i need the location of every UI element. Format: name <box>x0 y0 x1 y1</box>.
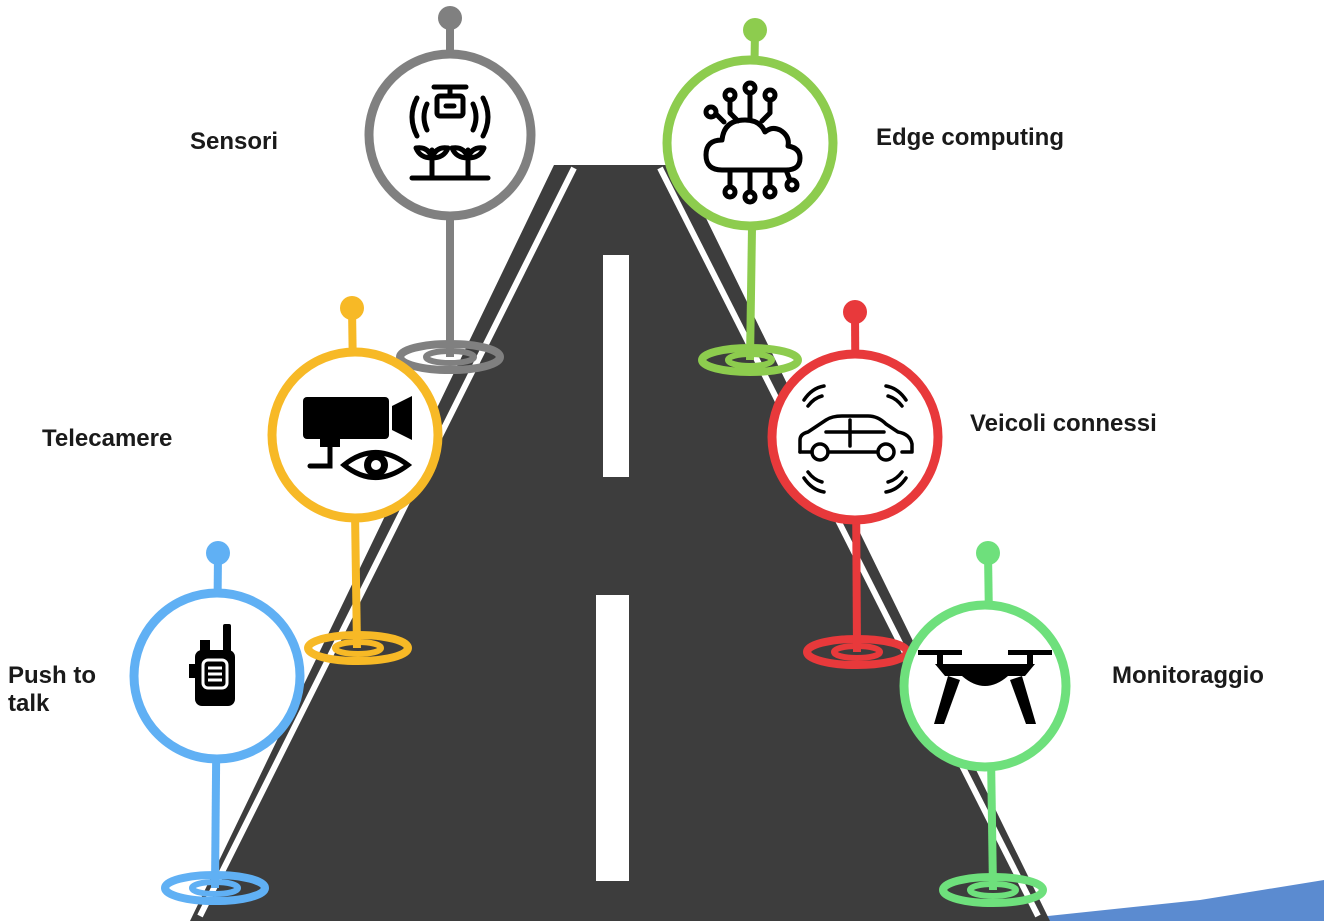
pin-circle <box>364 49 536 221</box>
pin-knob <box>843 300 867 324</box>
pin-veicoli-connessi <box>767 300 943 669</box>
road-edge-line-left <box>197 166 577 918</box>
pin-telecamere <box>267 296 443 665</box>
drone-icon <box>918 650 1052 724</box>
pin-knob <box>743 18 767 42</box>
label-veicoli-connessi: Veicoli connessi <box>970 410 1157 437</box>
label-edge-computing: Edge computing <box>876 124 1064 151</box>
label-telecamere: Telecamere <box>42 425 173 452</box>
label-sensori: Sensori <box>190 128 279 155</box>
lane-marking-bottom <box>596 595 629 881</box>
pin-edge-computing <box>662 18 838 376</box>
pin-knob <box>438 6 462 30</box>
lane-marking-top <box>603 255 629 477</box>
pin-knob <box>340 296 364 320</box>
pin-circle <box>767 349 943 525</box>
label-push-to-talk-line-1: Push to <box>8 662 96 689</box>
pin-knob <box>206 541 230 565</box>
label-push-to-talk: Push to talk <box>8 662 96 719</box>
road-surface <box>190 165 1050 921</box>
cloud-network-icon <box>703 80 803 205</box>
walkie-talkie-icon <box>189 624 235 706</box>
road-edge-line-right <box>657 166 1041 918</box>
security-camera-icon <box>303 396 413 480</box>
pin-circle <box>662 55 838 231</box>
pin-push-to-talk <box>129 541 305 905</box>
corner-accent <box>1000 880 1324 921</box>
pin-sensori <box>364 6 536 374</box>
pin-knob <box>976 541 1000 565</box>
pin-monitoraggio <box>899 541 1071 907</box>
label-monitoraggio: Monitoraggio <box>1112 662 1264 689</box>
road <box>190 165 1050 921</box>
label-push-to-talk-line-2: talk <box>8 690 50 718</box>
plant-sensor-icon <box>409 84 491 181</box>
connected-car-icon <box>798 384 914 494</box>
